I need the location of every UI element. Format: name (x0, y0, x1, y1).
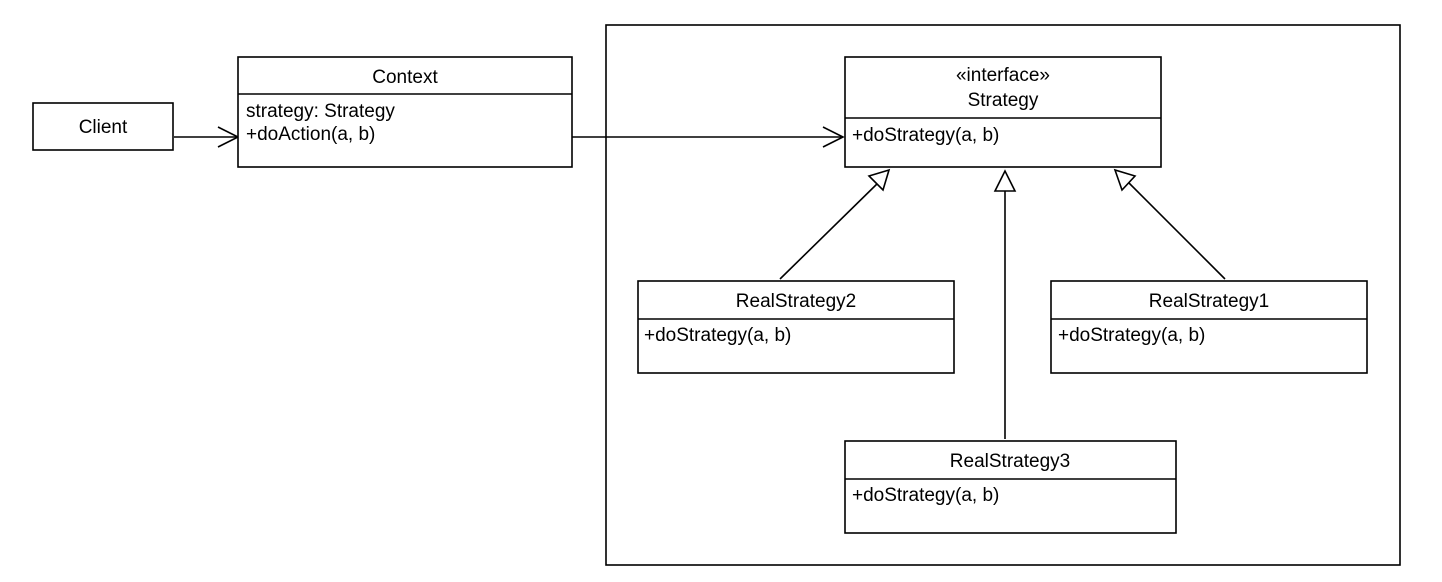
realstrategy2-realizes-strategy (779, 168, 891, 280)
realstrategy2-class-name: RealStrategy2 (736, 291, 856, 312)
realstrategy3-class: RealStrategy3 +doStrategy(a, b) (844, 440, 1177, 534)
context-operation: +doAction(a, b) (246, 124, 375, 145)
context-attribute: strategy: Strategy (246, 101, 395, 122)
strategy-operation: +doStrategy(a, b) (852, 125, 999, 146)
hollow-triangle-arrowhead-icon (993, 169, 1017, 192)
client-to-context-association (174, 126, 240, 148)
strategy-interface: «interface» Strategy +doStrategy(a, b) (844, 56, 1162, 168)
open-arrowhead-icon (822, 126, 845, 148)
realstrategy3-class-name: RealStrategy3 (950, 451, 1070, 472)
realstrategy1-realizes-strategy (1113, 168, 1226, 280)
context-class: Context strategy: Strategy +doAction(a, … (237, 56, 573, 168)
strategy-package-frame (605, 24, 1401, 566)
context-class-name: Context (372, 67, 438, 88)
hollow-triangle-arrowhead-icon (1113, 168, 1137, 192)
realstrategy2-class: RealStrategy2 +doStrategy(a, b) (637, 280, 955, 374)
client-label: Client (79, 117, 128, 138)
client-box: Client (32, 102, 174, 151)
realstrategy1-operation: +doStrategy(a, b) (1058, 325, 1205, 346)
realstrategy1-class-name: RealStrategy1 (1149, 291, 1269, 312)
realstrategy3-realizes-strategy (993, 169, 1017, 439)
strategy-stereotype: «interface» (956, 65, 1050, 86)
realstrategy3-operation: +doStrategy(a, b) (852, 485, 999, 506)
context-to-strategy-association (572, 126, 845, 148)
realstrategy1-class: RealStrategy1 +doStrategy(a, b) (1050, 280, 1368, 374)
hollow-triangle-arrowhead-icon (867, 168, 891, 192)
realstrategy2-operation: +doStrategy(a, b) (644, 325, 791, 346)
strategy-interface-name: Strategy (968, 90, 1039, 111)
